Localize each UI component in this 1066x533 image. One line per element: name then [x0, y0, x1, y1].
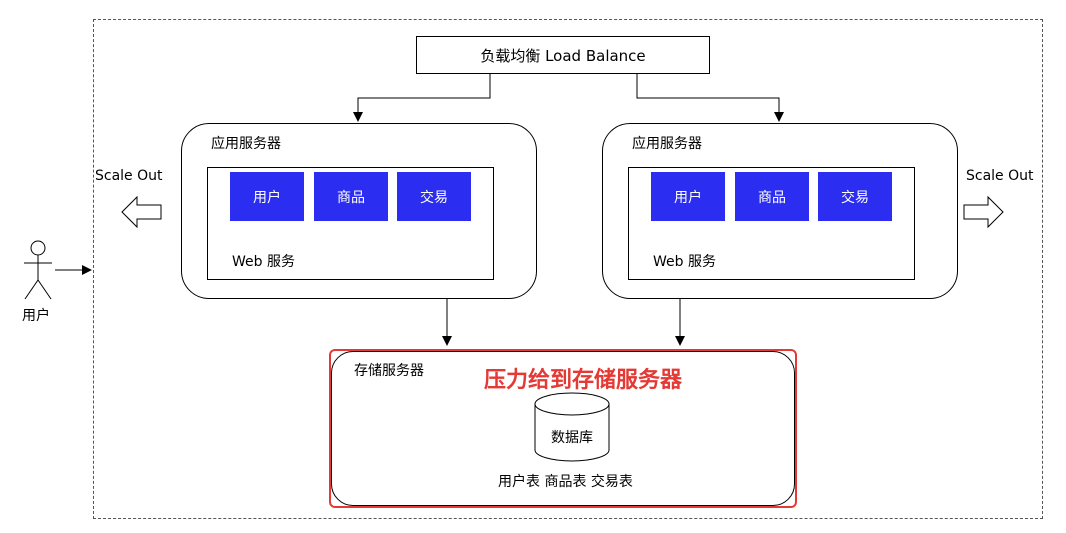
web-service-right-label: Web 服务 — [653, 254, 716, 270]
system-boundary — [93, 19, 1043, 519]
module-trade-right: 交易 — [818, 172, 892, 221]
module-trade-left: 交易 — [397, 172, 471, 221]
module-user-right: 用户 — [651, 172, 725, 221]
lb-to-left-connector — [353, 74, 491, 122]
storage-tables: 用户表 商品表 交易表 — [498, 474, 633, 490]
scale-out-left-arrow — [121, 195, 162, 229]
module-product-left: 商品 — [314, 172, 388, 221]
app-server-left-title: 应用服务器 — [211, 136, 281, 152]
user-label: 用户 — [22, 308, 50, 324]
database-icon: 数据库 — [534, 392, 610, 462]
database-label: 数据库 — [551, 430, 593, 446]
storage-pressure-note: 压力给到存储服务器 — [484, 368, 683, 393]
load-balancer-label: 负载均衡 Load Balance — [480, 46, 646, 65]
scale-out-right-arrow — [963, 195, 1004, 229]
module-user-left: 用户 — [230, 172, 304, 221]
user-icon — [24, 240, 52, 300]
app-server-right-title: 应用服务器 — [632, 136, 702, 152]
lb-to-right-connector — [636, 74, 784, 122]
load-balancer-node: 负载均衡 Load Balance — [416, 36, 710, 74]
storage-highlight-frame — [329, 349, 797, 508]
scale-out-right-label: Scale Out — [966, 168, 1034, 184]
module-product-right: 商品 — [735, 172, 809, 221]
scale-out-left-label: Scale Out — [95, 168, 163, 184]
web-service-left-label: Web 服务 — [232, 254, 295, 270]
storage-server-title: 存储服务器 — [354, 363, 424, 379]
